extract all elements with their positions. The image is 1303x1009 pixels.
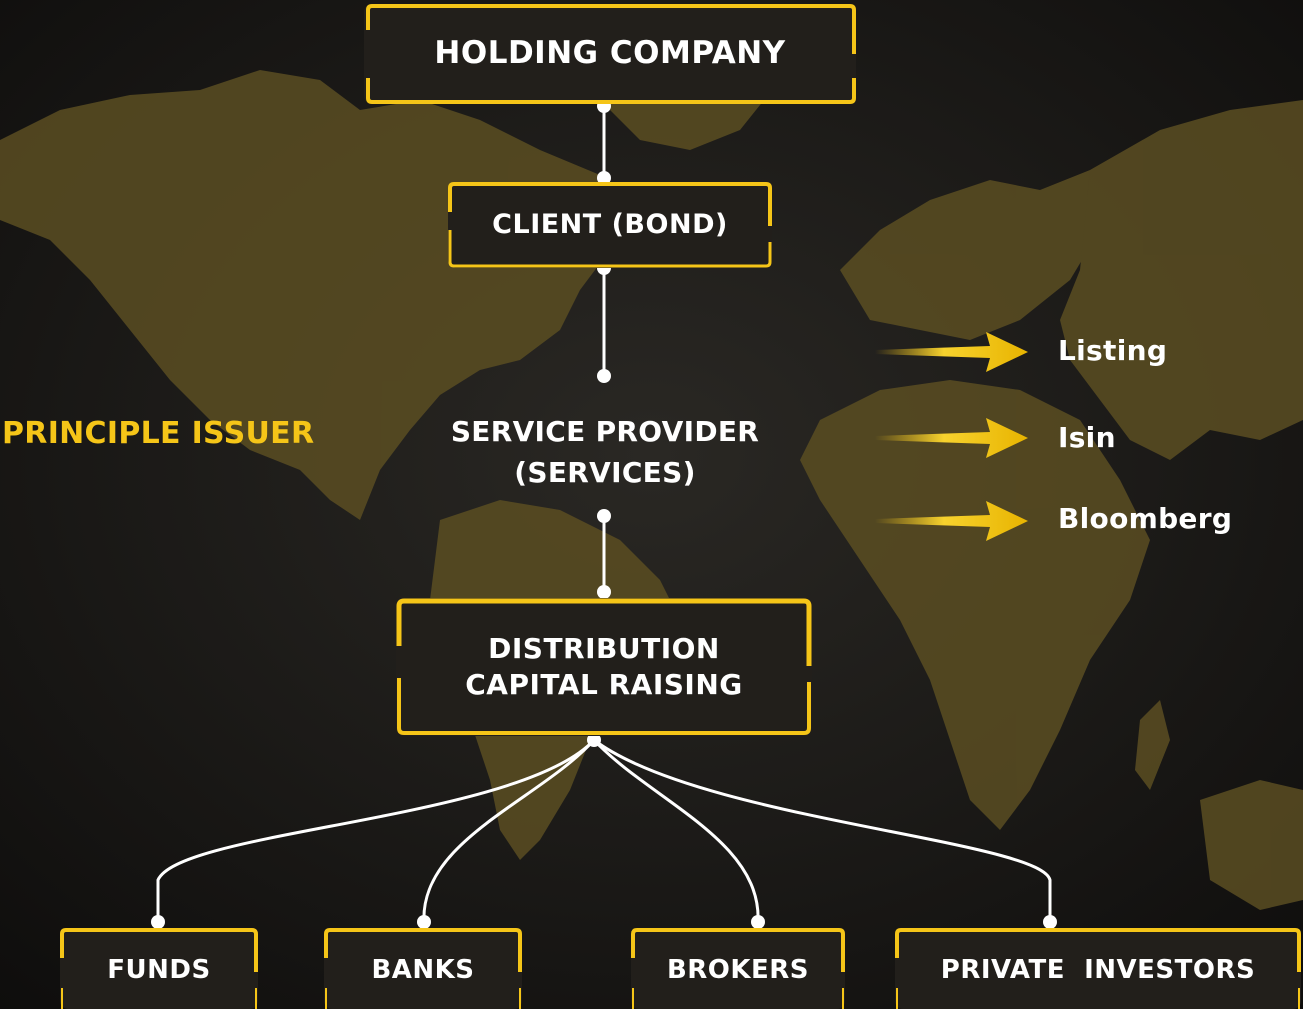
continent-asia <box>1060 100 1303 460</box>
service-bloomberg-label: Bloomberg <box>1058 502 1233 535</box>
distribution-line2: CAPITAL RAISING <box>465 668 743 701</box>
principle-issuer-label: PRINCIPLE ISSUER <box>2 416 315 451</box>
private-investors-label: PRIVATE INVESTORS <box>940 955 1256 985</box>
arrow-isin-icon <box>875 418 1028 458</box>
node-holding-company: HOLDING COMPANY <box>364 4 856 104</box>
distribution-line1: DISTRIBUTION <box>488 632 720 666</box>
holding-company-label: HOLDING COMPANY <box>434 35 786 72</box>
funds-label: FUNDS <box>107 955 211 985</box>
node-banks: BANKS <box>324 928 522 1009</box>
branch-brokers <box>592 738 760 923</box>
node-service-provider: SERVICE PROVIDER (SERVICES) <box>440 412 770 493</box>
service-listing-label: Listing <box>1058 334 1168 367</box>
arrow-listing-icon <box>875 332 1028 372</box>
arrow-bloomberg-icon <box>875 501 1028 541</box>
service-arrows <box>875 332 1028 541</box>
branch-private-investors <box>593 738 1052 922</box>
node-distribution: DISTRIBUTION CAPITAL RAISING <box>396 598 812 736</box>
node-private-investors: PRIVATE INVESTORS <box>895 928 1301 1009</box>
connector-dot <box>597 369 611 383</box>
service-provider-line1: SERVICE PROVIDER <box>450 415 760 448</box>
brokers-label: BROKERS <box>666 955 810 985</box>
branch-dots <box>151 733 1057 929</box>
branch-connectors <box>156 738 1052 923</box>
continent-africa <box>800 380 1150 830</box>
connector-dot <box>597 585 611 599</box>
client-bond-label: CLIENT (BOND) <box>492 208 728 240</box>
node-client-bond: CLIENT (BOND) <box>448 182 772 268</box>
banks-label: BANKS <box>371 955 475 985</box>
service-isin-label: Isin <box>1058 421 1116 454</box>
connector-dot <box>1043 915 1057 929</box>
connector-dot <box>151 915 165 929</box>
node-funds: FUNDS <box>60 928 258 1009</box>
branch-banks <box>422 738 596 923</box>
continent-australia <box>1200 780 1303 910</box>
service-provider-line2: (SERVICES) <box>514 455 696 489</box>
connector-dot <box>751 915 765 929</box>
continent-madagascar <box>1135 700 1170 790</box>
connector-dot <box>587 733 601 747</box>
connector-dot <box>597 509 611 523</box>
connector-dot <box>597 171 611 185</box>
branch-funds <box>156 738 596 922</box>
connector-dot <box>417 915 431 929</box>
continent-europe <box>840 170 1100 340</box>
node-brokers: BROKERS <box>631 928 845 1009</box>
